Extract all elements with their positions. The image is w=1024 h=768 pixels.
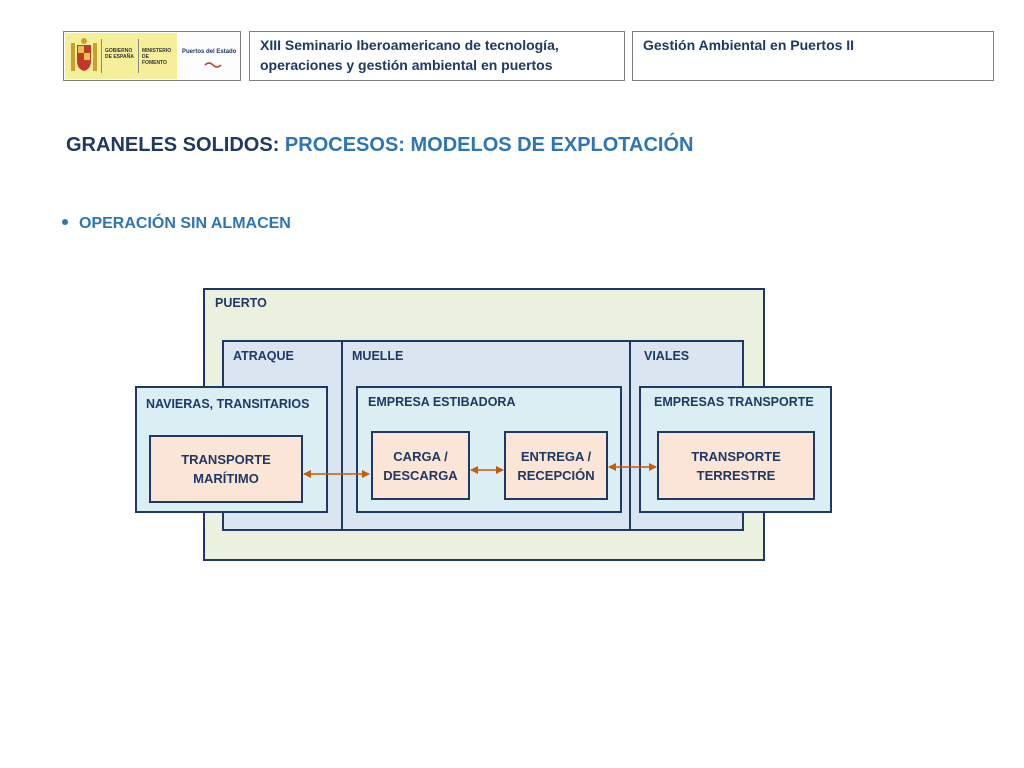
gobierno-text: GOBIERNO DE ESPAÑA [105, 48, 134, 60]
estibadora-label: EMPRESA ESTIBADORA [368, 395, 516, 409]
bullet-dot-icon [62, 218, 68, 225]
terrestre-line-2: TERRESTRE [696, 467, 776, 483]
maritimo-line-2: MARÍTIMO [193, 471, 259, 486]
title-part-1: GRANELES SOLIDOS: [66, 134, 280, 156]
title-part-2: PROCESOS: MODELOS DE EXPLOTACIÓN [284, 134, 694, 156]
viales-label: VIALES [644, 349, 690, 363]
seminar-line-1: XIII Seminario Iberoamericano de tecnolo… [260, 37, 559, 53]
coat-of-arms-icon [71, 38, 97, 71]
terrestre-line-1: TRANSPORTE [691, 448, 781, 464]
entrega-line-2: RECEPCIÓN [517, 467, 595, 483]
puertos-text: Puertos del Estado [182, 49, 237, 55]
bullet-text: OPERACIÓN SIN ALMACEN [79, 215, 291, 232]
transporte-label: EMPRESAS TRANSPORTE [654, 395, 814, 409]
process-transporte-maritimo: TRANSPORTE MARÍTIMO [149, 435, 303, 503]
puerto-label: PUERTO [215, 296, 267, 310]
seminar-line-2: operaciones y gestión ambiental en puert… [260, 57, 553, 73]
process-transporte-terrestre: TRANSPORTE TERRESTRE [657, 431, 815, 500]
header-logo: GOBIERNO DE ESPAÑA MINISTERIO DE FOMENTO… [63, 31, 241, 81]
gobierno-logo: GOBIERNO DE ESPAÑA MINISTERIO DE FOMENTO [65, 33, 177, 79]
ministerio-text: MINISTERIO DE FOMENTO [142, 48, 172, 66]
entrega-line-1: ENTREGA / [520, 448, 592, 464]
bullet-item: OPERACIÓN SIN ALMACEN [62, 215, 291, 233]
atraque-label: ATRAQUE [233, 349, 294, 363]
process-entrega-recepcion: ENTREGA / RECEPCIÓN [504, 431, 608, 500]
carga-line-1: CARGA / [393, 448, 448, 464]
page-title: GRANELES SOLIDOS: PROCESOS: MODELOS DE E… [66, 134, 693, 157]
maritimo-line-1: TRANSPORTE [181, 452, 271, 467]
course-title: Gestión Ambiental en Puertos II [643, 37, 855, 53]
seminar-box: XIII Seminario Iberoamericano de tecnolo… [249, 31, 625, 81]
navieras-label: NAVIERAS, TRANSITARIOS [146, 397, 310, 411]
puertos-logo: Puertos del Estado [178, 33, 240, 79]
muelle-label: MUELLE [352, 349, 404, 363]
carga-line-2: DESCARGA [383, 467, 458, 483]
wave-icon [204, 62, 222, 68]
course-box: Gestión Ambiental en Puertos II [632, 31, 994, 81]
process-carga-descarga: CARGA / DESCARGA [371, 431, 470, 500]
